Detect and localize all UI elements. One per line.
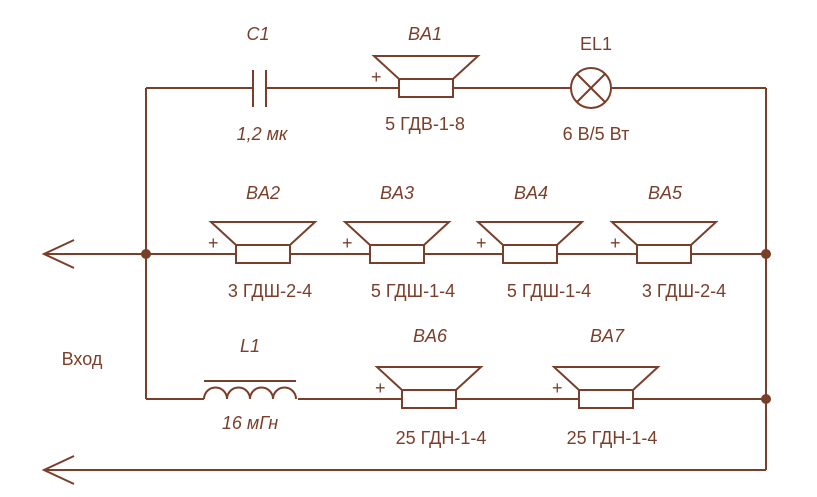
- ba2-ref-label: BA2: [246, 183, 280, 203]
- speaker-ba6: [376, 366, 482, 409]
- ba6-type-label: 25 ГДН-1-4: [396, 428, 487, 448]
- junction-dot: [761, 394, 771, 404]
- input-label: Вход: [62, 349, 103, 369]
- ba5-type-label: 3 ГДШ-2-4: [642, 281, 726, 301]
- ba5-ref-label: BA5: [648, 183, 683, 203]
- ba3-polarity-mark: +: [342, 233, 353, 253]
- ba6-polarity-mark: +: [375, 378, 386, 398]
- speaker-ba7: [553, 366, 659, 409]
- ba6-ref-label: BA6: [413, 326, 448, 346]
- junction-dot: [761, 249, 771, 259]
- lamp-el1: [570, 67, 612, 109]
- ba4-type-label: 5 ГДШ-1-4: [507, 281, 591, 301]
- ba3-type-label: 5 ГДШ-1-4: [371, 281, 455, 301]
- ba4-ref-label: BA4: [514, 183, 548, 203]
- input-arrow-bottom: [41, 455, 75, 485]
- ba7-polarity-mark: +: [552, 378, 563, 398]
- ba3-ref-label: BA3: [380, 183, 414, 203]
- ba1-ref-label: BA1: [408, 24, 442, 44]
- speaker-ba1: [373, 55, 479, 98]
- l1-value-label: 16 мГн: [222, 413, 278, 433]
- speaker-ba2: [210, 221, 316, 264]
- ba2-polarity-mark: +: [208, 233, 219, 253]
- ba7-ref-label: BA7: [590, 326, 625, 346]
- speaker-ba4: [477, 221, 583, 264]
- speaker-ba5: [611, 221, 717, 264]
- junction-dot: [141, 249, 151, 259]
- input-arrow-top: [41, 239, 75, 269]
- el1-value-label: 6 В/5 Вт: [563, 124, 630, 144]
- ba4-polarity-mark: +: [476, 233, 487, 253]
- ba1-polarity-mark: +: [371, 67, 382, 87]
- c1-ref-label: C1: [246, 24, 269, 44]
- ba2-type-label: 3 ГДШ-2-4: [228, 281, 312, 301]
- ba5-polarity-mark: +: [610, 233, 621, 253]
- speaker-ba3: [344, 221, 450, 264]
- l1-ref-label: L1: [240, 336, 260, 356]
- el1-ref-label: EL1: [580, 34, 612, 54]
- inductor-l1: [203, 380, 297, 400]
- c1-value-label: 1,2 мк: [237, 124, 289, 144]
- ba7-type-label: 25 ГДН-1-4: [567, 428, 658, 448]
- capacitor-c1: [252, 70, 267, 107]
- ba1-type-label: 5 ГДВ-1-8: [385, 114, 465, 134]
